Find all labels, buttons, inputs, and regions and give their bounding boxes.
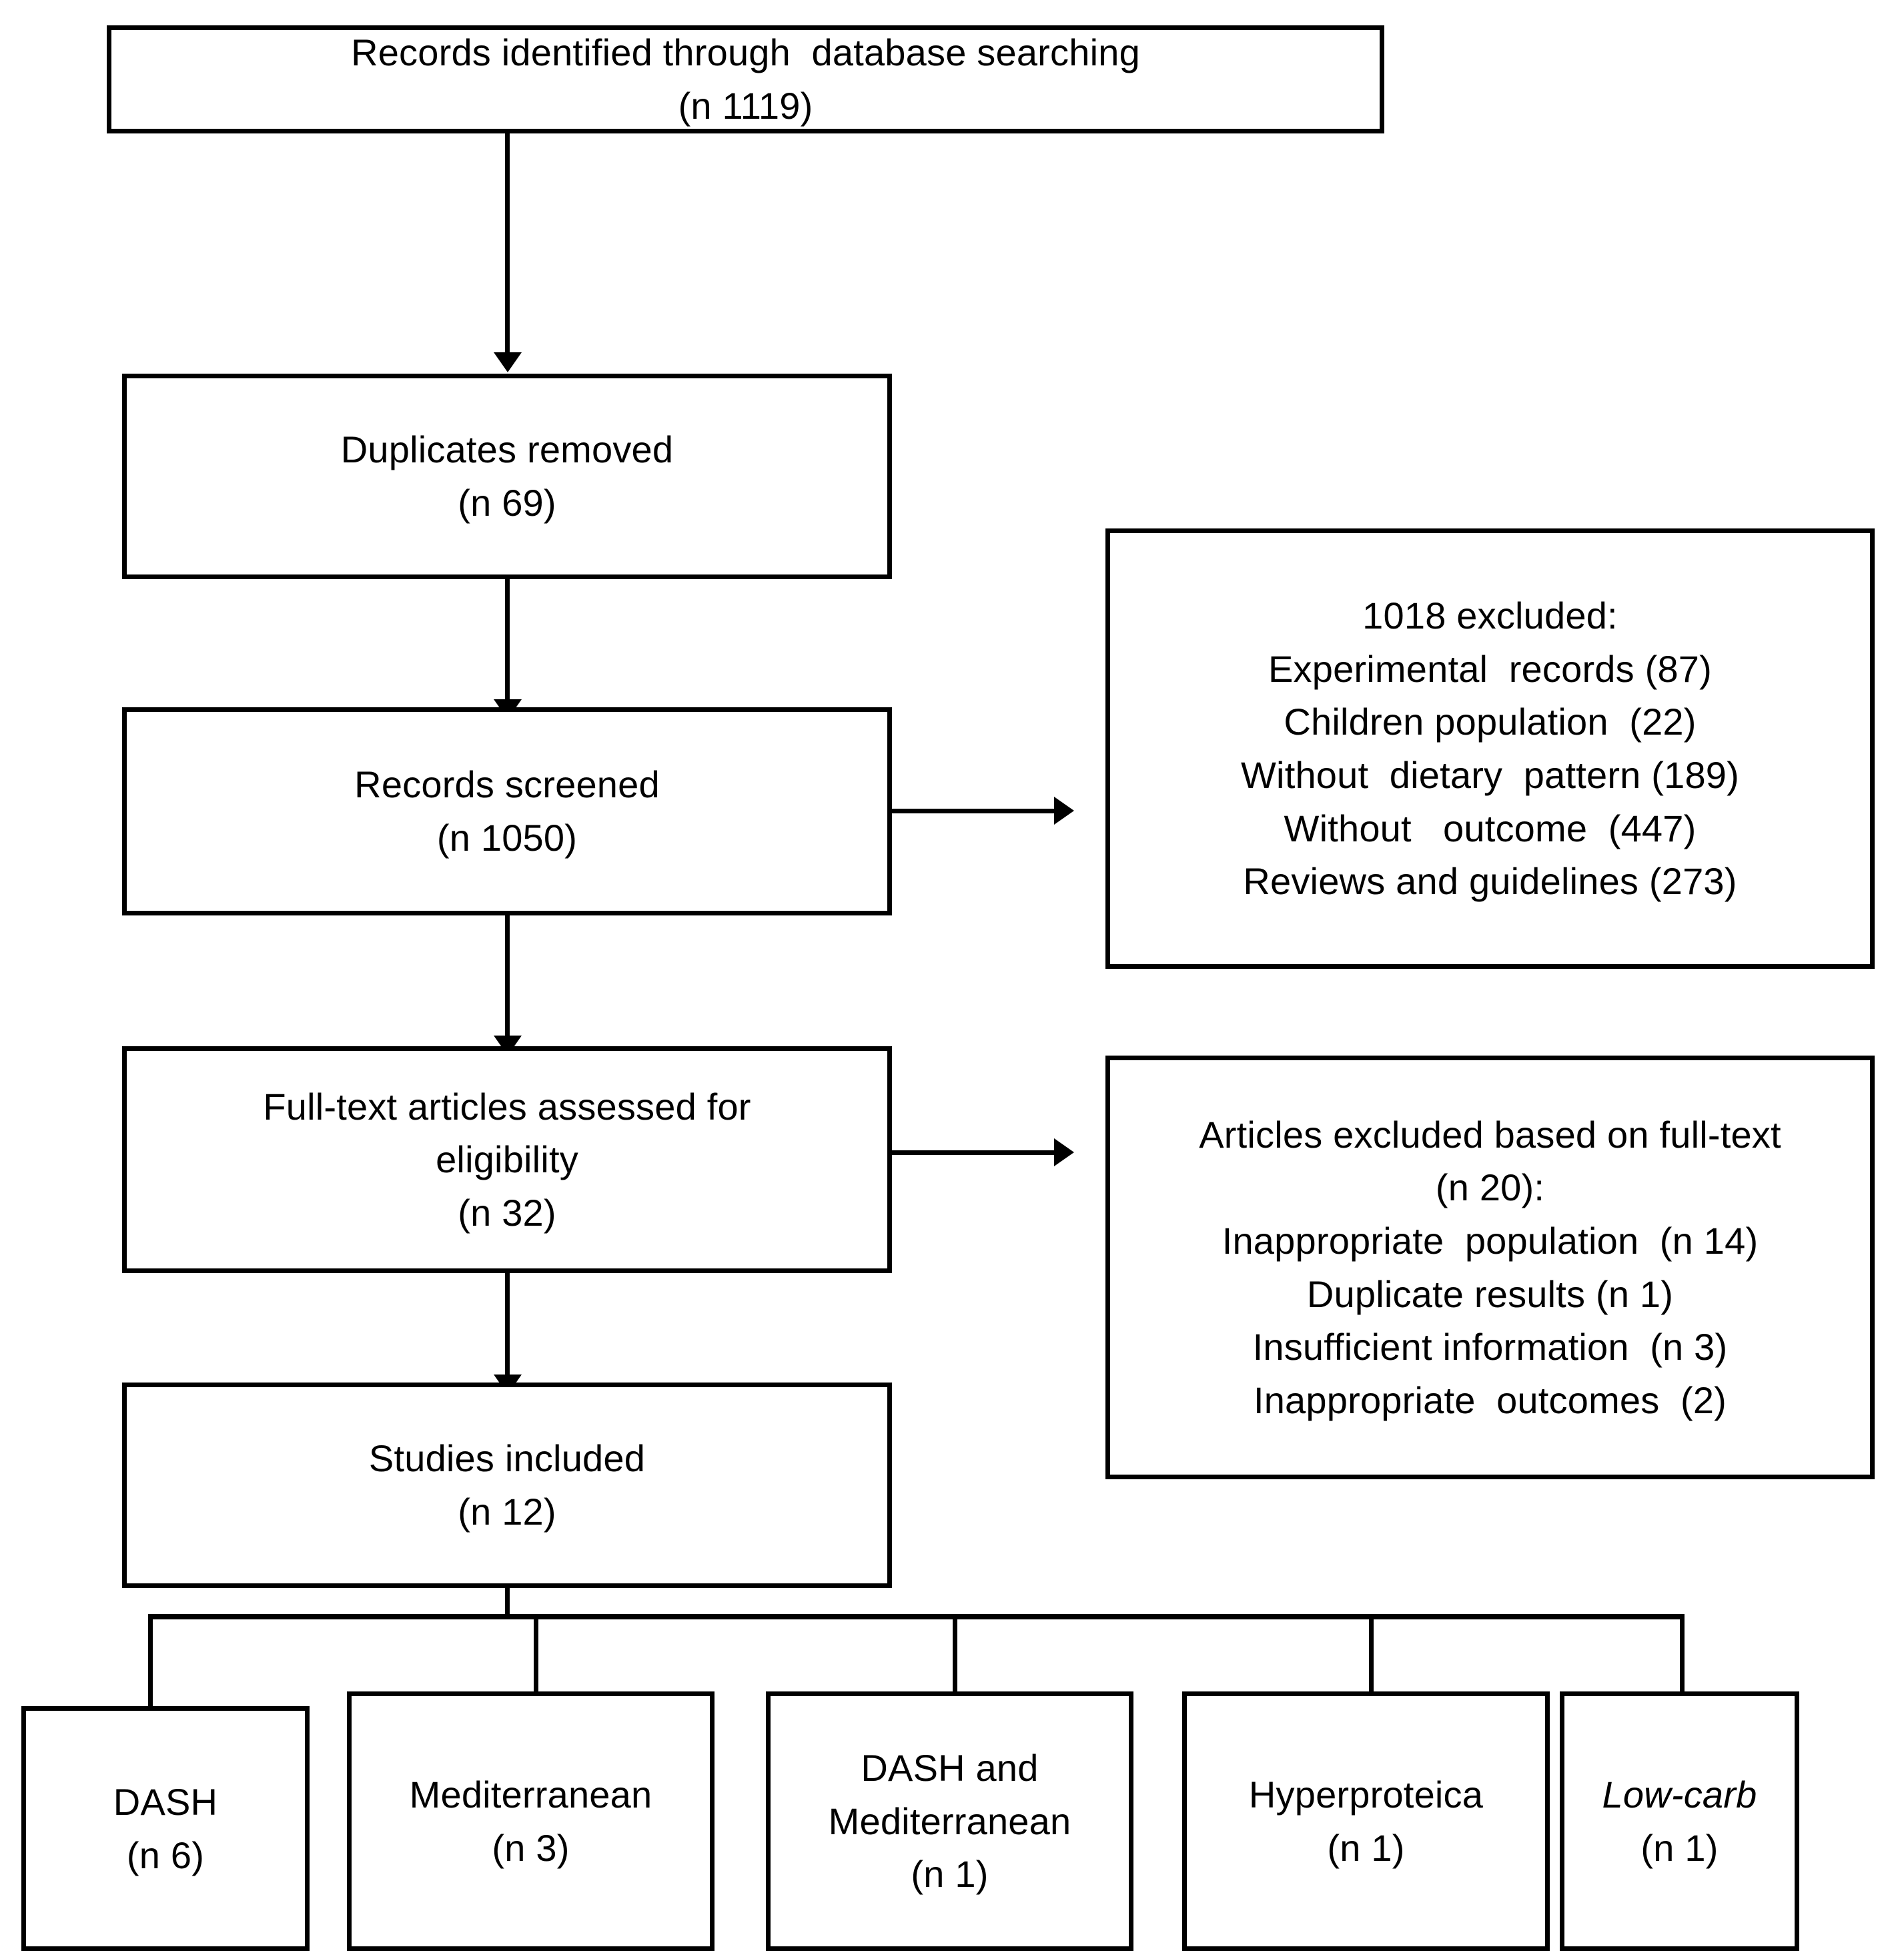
screening-exclusions-line-2: Children population (22)	[1284, 701, 1697, 743]
screening-exclusions-line-3: Without dietary pattern (189)	[1241, 754, 1739, 796]
box-fulltext-assessed-line-0: Full-text articles assessed for	[263, 1085, 751, 1128]
fulltext-exclusions-line-5: Inappropriate outcomes (2)	[1253, 1379, 1727, 1421]
box-records-identified-line-1: (n 1119)	[678, 85, 813, 127]
box-studies-included-line-1: (n 12)	[458, 1491, 556, 1533]
category-mediterranean-line-0: Mediterranean	[409, 1773, 652, 1816]
connector-identified-to-duplicates	[505, 133, 510, 352]
screening-exclusions-line-1: Experimental records (87)	[1268, 647, 1712, 690]
category-dash-line-0: DASH	[113, 1780, 218, 1823]
fulltext-exclusions-line-3: Duplicate results (n 1)	[1306, 1272, 1674, 1315]
connector-fulltext-to-included	[505, 1273, 510, 1375]
box-category-dash: DASH (n 6)	[21, 1706, 310, 1951]
bracket-drop-mediterranean	[534, 1614, 538, 1693]
box-records-screened-line-1: (n 1050)	[436, 817, 578, 859]
category-low-carb-line-0: Low-carb	[1602, 1773, 1757, 1816]
arrowhead-fulltext-to-exclusions	[1054, 1138, 1074, 1166]
box-records-screened: Records screened (n 1050)	[122, 707, 892, 915]
connector-fulltext-to-exclusions	[892, 1150, 1055, 1155]
bracket-stem	[505, 1588, 510, 1619]
box-category-mediterranean: Mediterranean (n 3)	[347, 1691, 715, 1951]
box-records-identified: Records identified through database sear…	[107, 25, 1384, 133]
screening-exclusions-line-0: 1018 excluded:	[1362, 595, 1618, 637]
box-fulltext-assessed-line-2: (n 32)	[458, 1191, 556, 1234]
box-screening-exclusions: 1018 excluded: Experimental records (87)…	[1105, 528, 1875, 969]
arrowhead-screened-to-exclusions	[1054, 797, 1074, 825]
box-category-dash-and-mediterranean: DASH and Mediterranean (n 1)	[766, 1691, 1133, 1951]
bracket-drop-dash-and-mediterranean	[953, 1614, 957, 1693]
box-records-identified-line-0: Records identified through database sear…	[351, 31, 1140, 74]
fulltext-exclusions-line-2: Inappropriate population (n 14)	[1222, 1219, 1759, 1262]
connector-duplicates-to-screened	[505, 579, 510, 699]
bracket-horizontal-bar	[148, 1614, 1683, 1619]
category-dash-and-mediterranean-line-0: DASH and	[861, 1747, 1039, 1790]
box-records-screened-line-0: Records screened	[354, 763, 660, 806]
category-dash-line-1: (n 6)	[126, 1834, 205, 1876]
fulltext-exclusions-line-1: (n 20):	[1435, 1166, 1545, 1209]
fulltext-exclusions-line-0: Articles excluded based on full-text	[1199, 1113, 1781, 1156]
box-fulltext-assessed-line-1: eligibility	[436, 1138, 578, 1181]
category-dash-and-mediterranean-line-1: Mediterranean	[828, 1800, 1071, 1842]
arrowhead-identified-to-duplicates	[494, 352, 522, 372]
box-category-hyperproteica: Hyperproteica (n 1)	[1182, 1691, 1550, 1951]
box-studies-included: Studies included (n 12)	[122, 1383, 892, 1588]
category-dash-and-mediterranean-line-2: (n 1)	[911, 1853, 989, 1896]
bracket-drop-low-carb	[1680, 1614, 1685, 1693]
screening-exclusions-line-5: Reviews and guidelines (273)	[1243, 860, 1737, 903]
category-low-carb-line-1: (n 1)	[1640, 1826, 1719, 1869]
connector-screened-to-fulltext	[505, 915, 510, 1036]
bracket-drop-hyperproteica	[1369, 1614, 1374, 1693]
box-duplicates-removed-line-0: Duplicates removed	[340, 428, 674, 471]
box-duplicates-removed-line-1: (n 69)	[458, 482, 556, 524]
bracket-drop-dash	[148, 1614, 153, 1708]
screening-exclusions-line-4: Without outcome (447)	[1284, 807, 1697, 849]
category-hyperproteica-line-1: (n 1)	[1327, 1826, 1405, 1869]
box-fulltext-exclusions: Articles excluded based on full-text (n …	[1105, 1056, 1875, 1479]
category-hyperproteica-line-0: Hyperproteica	[1248, 1773, 1484, 1816]
connector-screened-to-exclusions	[892, 809, 1055, 813]
fulltext-exclusions-line-4: Insufficient information (n 3)	[1252, 1326, 1728, 1369]
category-mediterranean-line-1: (n 3)	[492, 1826, 570, 1869]
box-fulltext-assessed: Full-text articles assessed for eligibil…	[122, 1046, 892, 1273]
box-studies-included-line-0: Studies included	[368, 1437, 646, 1480]
box-category-low-carb: Low-carb (n 1)	[1560, 1691, 1799, 1951]
box-duplicates-removed: Duplicates removed (n 69)	[122, 374, 892, 579]
